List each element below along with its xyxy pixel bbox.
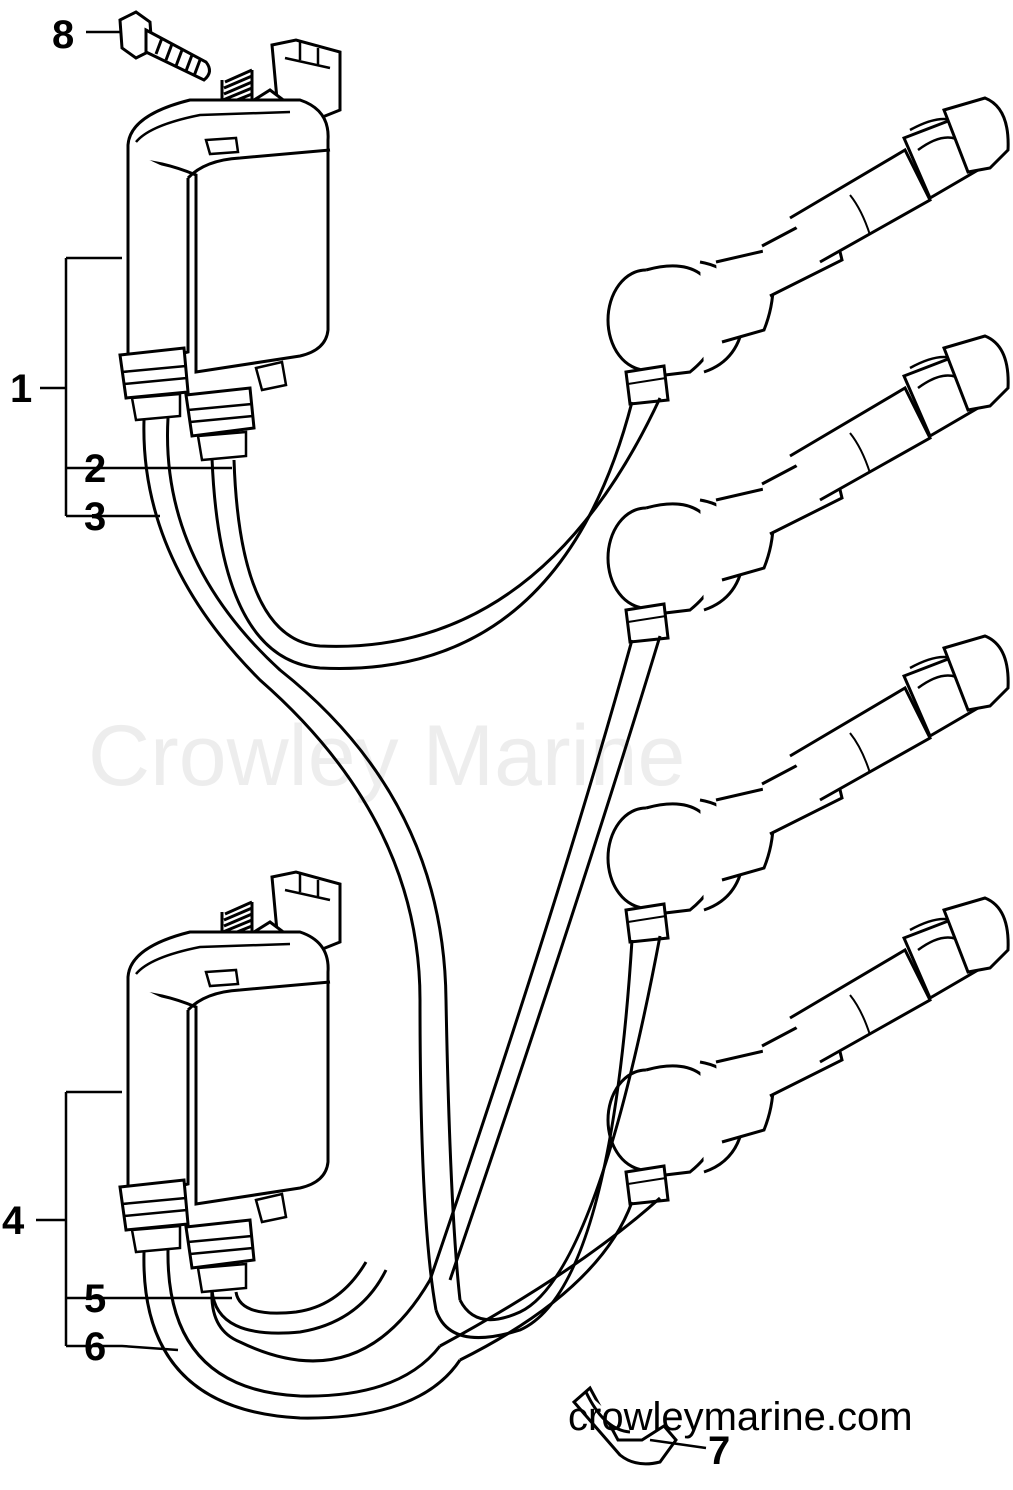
callout-2[interactable]: 2 <box>84 447 106 491</box>
callout-5[interactable]: 5 <box>84 1277 106 1321</box>
callout-leaders <box>36 30 707 1450</box>
bolt <box>118 10 211 82</box>
spark-plug-cap-4 <box>606 896 1010 1206</box>
ignition-coil-lower <box>118 870 342 1294</box>
callout-8[interactable]: 8 <box>52 13 74 57</box>
callout-3[interactable]: 3 <box>84 495 106 539</box>
callout-1[interactable]: 1 <box>10 367 32 411</box>
callout-6[interactable]: 6 <box>84 1325 106 1369</box>
footer-url-text: crowleymarine.com <box>568 1395 913 1439</box>
ignition-coil-upper <box>118 38 342 462</box>
spark-plug-cap-2 <box>606 334 1010 644</box>
callout-7[interactable]: 7 <box>708 1429 730 1473</box>
high-tension-leads <box>142 397 662 1420</box>
callout-4[interactable]: 4 <box>2 1199 25 1243</box>
wire-clip <box>571 1385 678 1466</box>
